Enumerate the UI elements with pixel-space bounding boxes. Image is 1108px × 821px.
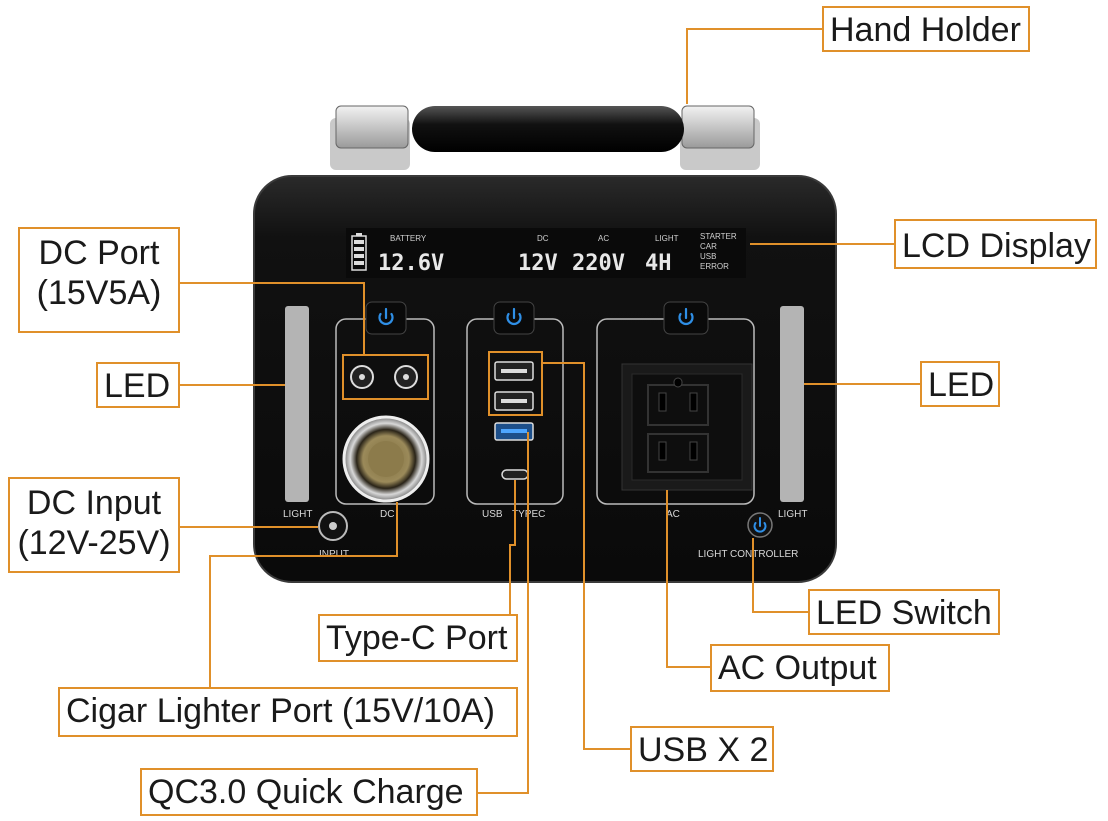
usb-port-1-tongue xyxy=(501,369,527,373)
line-hand-holder xyxy=(686,28,822,104)
lcd-status-starter: STARTER xyxy=(700,232,737,241)
callout-type-c-port: Type-C Port xyxy=(318,614,518,662)
ac-socket-top xyxy=(647,377,709,426)
line-dc-port xyxy=(180,282,365,355)
handle-hinge-right-cap xyxy=(681,105,755,149)
callout-cigar-lighter: Cigar Lighter Port (15V/10A) xyxy=(58,687,518,737)
callout-hand-holder-text: Hand Holder xyxy=(830,11,1021,49)
callout-dc-input-line2: (12V-25V) xyxy=(17,524,171,562)
leader-lines xyxy=(180,28,920,794)
callout-led-switch: LED Switch xyxy=(808,589,1000,635)
ac-socket-bottom xyxy=(647,433,709,473)
lcd-display: BATTERY 12.6V DC 12V AC 220V LIGHT 4H ST… xyxy=(346,228,746,278)
usb-port-2-tongue xyxy=(501,399,527,403)
callout-usb-x2: USB X 2 xyxy=(630,726,774,772)
line-cigar-lighter xyxy=(209,502,398,687)
ac-section: AC xyxy=(596,301,755,520)
dc-port-left-pin xyxy=(359,374,365,380)
cigar-lighter-core xyxy=(368,441,404,477)
callout-qc30: QC3.0 Quick Charge xyxy=(140,768,478,816)
callout-type-c-port-text: Type-C Port xyxy=(326,619,508,657)
dc-power-icon xyxy=(378,307,394,326)
lcd-light-value: 4H xyxy=(645,251,672,276)
light-controller-label: LIGHT CONTROLLER xyxy=(698,549,798,560)
led-switch-power-icon xyxy=(753,517,767,533)
light-right-label: LIGHT xyxy=(778,509,807,520)
line-led-switch xyxy=(752,538,808,613)
lcd-status-usb: USB xyxy=(700,252,716,261)
callout-dc-port-line1: DC Port xyxy=(38,234,160,272)
ac-outlet-face xyxy=(631,373,743,481)
ac-label: AC xyxy=(666,509,680,520)
callout-lcd-display: LCD Display xyxy=(894,219,1097,269)
callout-lcd-display-text: LCD Display xyxy=(902,227,1091,265)
highlight-dc-ports xyxy=(342,354,429,400)
lcd-battery-value: 12.6V xyxy=(378,251,444,276)
led-bar-left xyxy=(285,306,309,502)
usb-power-icon xyxy=(506,307,522,326)
ac-power-icon xyxy=(678,307,694,326)
usb-label: USB xyxy=(482,509,503,520)
dc-input-pin xyxy=(329,522,337,530)
hand-holder[interactable] xyxy=(330,105,760,170)
callout-dc-input: DC Input (12V-25V) xyxy=(8,477,180,573)
lcd-dc-value: 12V xyxy=(518,251,558,276)
lcd-battery-label: BATTERY xyxy=(390,234,427,243)
light-left-label: LIGHT xyxy=(283,509,312,520)
lcd-light-label: LIGHT xyxy=(655,234,679,243)
callout-led-switch-text: LED Switch xyxy=(816,594,992,632)
callout-cigar-lighter-text: Cigar Lighter Port (15V/10A) xyxy=(66,692,495,730)
qc30-port-tongue xyxy=(501,429,527,433)
lcd-status-car: CAR xyxy=(700,242,717,251)
dc-port-right-pin xyxy=(403,374,409,380)
type-c-port[interactable] xyxy=(501,469,529,480)
callout-led-left-text: LED xyxy=(104,367,171,405)
callout-usb-x2-text: USB X 2 xyxy=(638,731,769,769)
line-qc30 xyxy=(478,432,529,794)
callout-dc-input-line1: DC Input xyxy=(26,484,162,522)
handle-hinge-left-cap xyxy=(335,105,409,149)
led-bar-right xyxy=(780,306,804,502)
handle-grip xyxy=(412,106,684,152)
line-type-c xyxy=(509,480,516,617)
input-label: INPUT xyxy=(319,549,349,560)
callout-hand-holder: Hand Holder xyxy=(822,6,1030,52)
lcd-status-error: ERROR xyxy=(700,262,729,271)
callout-led-right: LED xyxy=(920,361,1000,407)
lcd-ac-value: 220V xyxy=(572,251,625,276)
callout-led-left: LED xyxy=(96,362,180,408)
callout-ac-output: AC Output xyxy=(710,644,890,692)
lcd-panel xyxy=(346,228,746,278)
line-usb-x2 xyxy=(542,362,630,750)
battery-icon xyxy=(351,233,367,271)
dc-section: DC xyxy=(335,301,435,520)
callout-led-right-text: LED xyxy=(928,366,995,404)
lcd-ac-label: AC xyxy=(598,234,609,243)
lcd-dc-label: DC xyxy=(537,234,549,243)
callout-dc-port-line2: (15V5A) xyxy=(36,274,162,312)
line-ac-output xyxy=(666,490,710,668)
callout-ac-output-text: AC Output xyxy=(718,649,877,687)
highlight-usb-ports xyxy=(488,351,543,416)
callout-dc-port: DC Port (15V5A) xyxy=(18,227,180,333)
dc-label: DC xyxy=(380,509,394,520)
callout-qc30-text: QC3.0 Quick Charge xyxy=(148,773,464,811)
